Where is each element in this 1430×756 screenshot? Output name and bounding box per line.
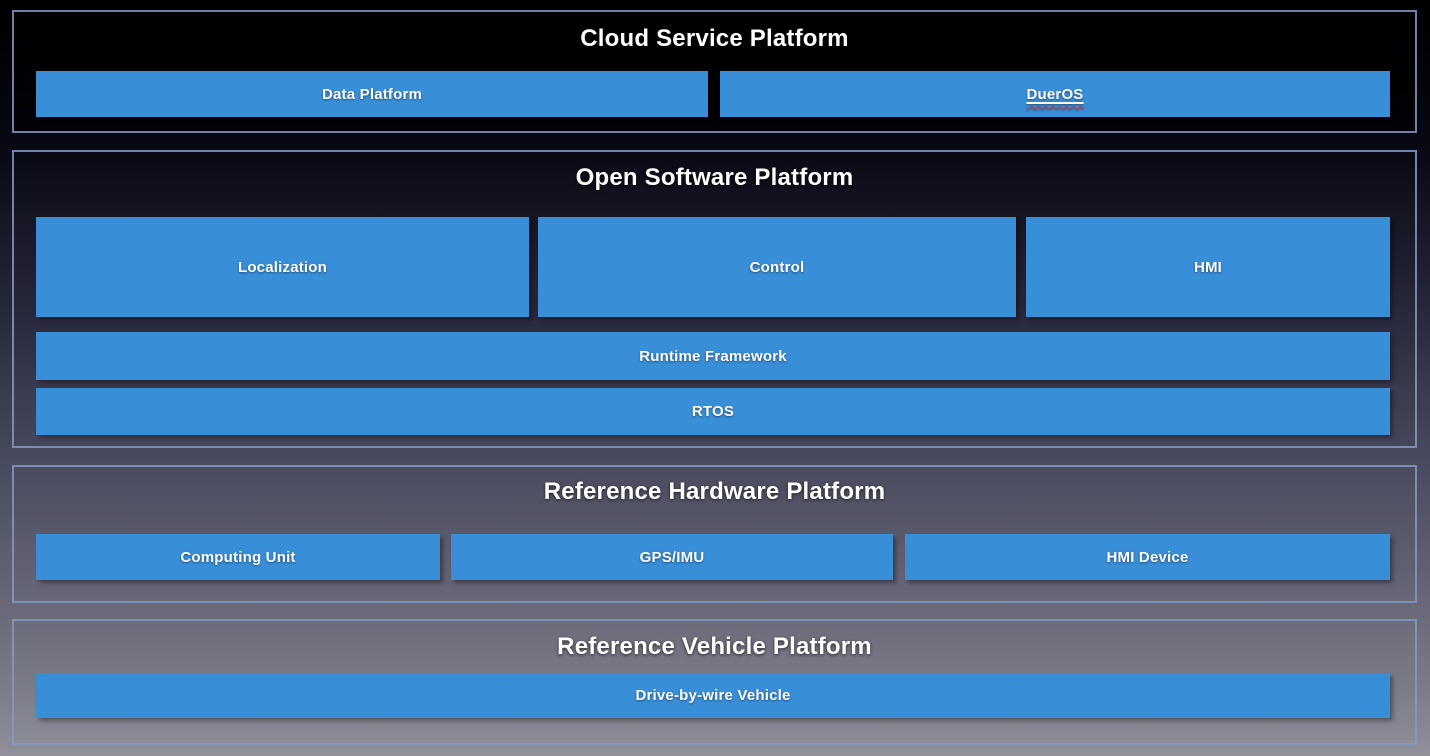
box-hmi-device: HMI Device [905,534,1390,580]
box-rtos: RTOS [36,388,1390,435]
box-gps-imu: GPS/IMU [451,534,893,580]
section-title-vehicle: Reference Vehicle Platform [557,633,872,660]
dueros-link[interactable]: DuerOS [1026,86,1083,103]
box-dueros: DuerOS [720,71,1390,117]
section-cloud-service-platform: Cloud Service Platform Data Platform Due… [12,10,1417,133]
dueros-link-label: DuerOS [1026,85,1084,103]
section-open-software-platform: Open Software Platform Localization Cont… [12,150,1417,448]
box-gps-imu-label: GPS/IMU [639,548,705,566]
box-rtos-label: RTOS [691,403,735,420]
box-data-platform: Data Platform [36,71,708,117]
box-localization-label: Localization [237,258,328,276]
box-computing-unit: Computing Unit [36,534,440,580]
section-title-software: Open Software Platform [575,164,854,191]
box-drive-by-wire-vehicle: Drive-by-wire Vehicle [36,673,1390,718]
box-drive-by-wire-vehicle-label: Drive-by-wire Vehicle [635,687,791,704]
box-data-platform-label: Data Platform [321,85,423,103]
section-reference-vehicle-platform: Reference Vehicle Platform Drive-by-wire… [12,619,1417,745]
box-control-label: Control [749,258,805,276]
section-title-cloud: Cloud Service Platform [580,25,849,52]
box-hmi-label: HMI [1193,258,1223,276]
box-hmi: HMI [1026,217,1390,317]
box-computing-unit-label: Computing Unit [180,548,296,566]
section-title-hardware: Reference Hardware Platform [543,478,886,505]
box-runtime-framework-label: Runtime Framework [639,347,787,365]
section-reference-hardware-platform: Reference Hardware Platform Computing Un… [12,465,1417,603]
box-runtime-framework: Runtime Framework [36,332,1390,380]
box-hmi-device-label: HMI Device [1106,548,1189,566]
box-control: Control [538,217,1016,317]
box-localization: Localization [36,217,529,317]
